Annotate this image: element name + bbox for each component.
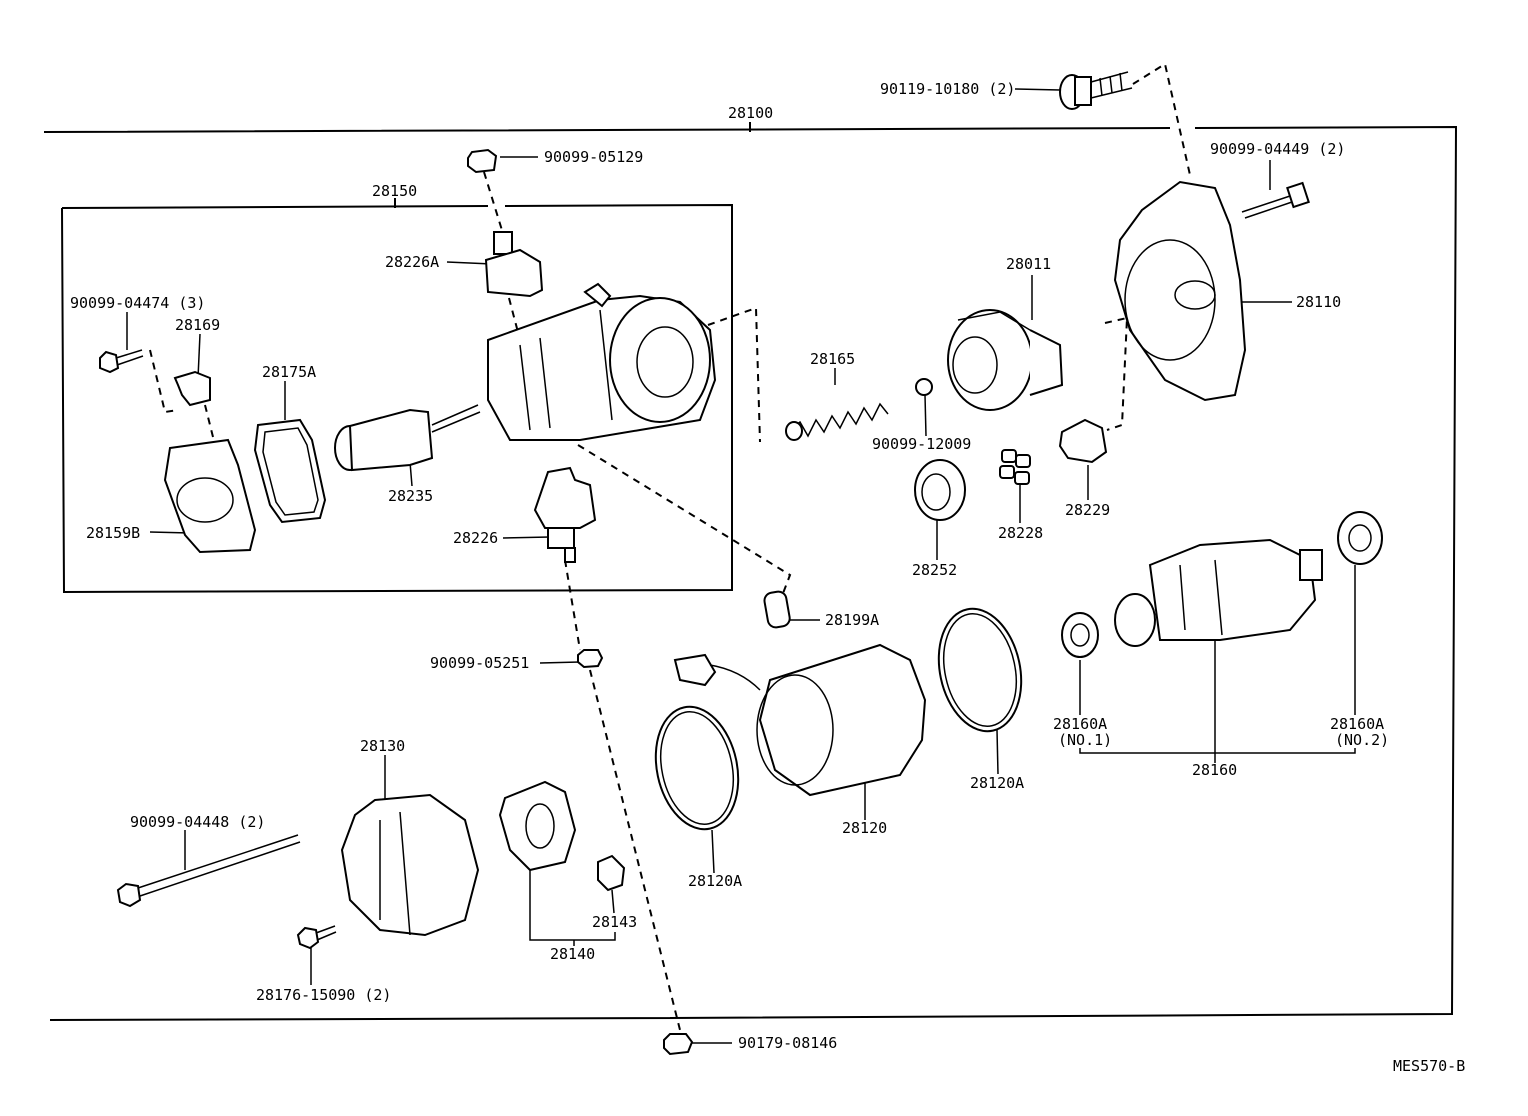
armature-28160 bbox=[1114, 538, 1323, 647]
bolt-90119-10180 bbox=[1059, 71, 1133, 110]
label-28165: 28165 bbox=[810, 350, 855, 368]
bolt-90099-04449 bbox=[1241, 181, 1310, 219]
spring-28143 bbox=[597, 854, 626, 892]
label-28150: 28150 bbox=[372, 182, 417, 200]
label-28160A-no2-sub: (NO.2) bbox=[1335, 731, 1389, 749]
bolt-90099-04474 bbox=[99, 349, 144, 374]
leader-lines bbox=[126, 88, 1356, 1044]
terminal-28226 bbox=[533, 466, 597, 563]
label-28226: 28226 bbox=[453, 529, 498, 547]
label-28199A: 28199A bbox=[825, 611, 879, 629]
label-28160A-no1-sub: (NO.1) bbox=[1058, 731, 1112, 749]
label-28169: 28169 bbox=[175, 316, 220, 334]
label-28110: 28110 bbox=[1296, 293, 1341, 311]
rollers-28228 bbox=[999, 449, 1031, 485]
label-28160A-no2: 28160A bbox=[1330, 715, 1384, 733]
terminal-28226A bbox=[484, 231, 544, 298]
label-28130: 28130 bbox=[360, 737, 405, 755]
label-28160: 28160 bbox=[1192, 761, 1237, 779]
label-90099-04474: 90099-04474 (3) bbox=[70, 294, 205, 312]
label-90119-10180: 90119-10180 (2) bbox=[880, 80, 1015, 98]
label-28100: 28100 bbox=[728, 104, 773, 122]
drawing-code: MES570-B bbox=[1393, 1057, 1465, 1075]
gear-28252 bbox=[914, 459, 966, 521]
o-ring-28120A-right bbox=[937, 607, 1023, 733]
cover-28159B bbox=[163, 438, 257, 554]
label-90099-05129: 90099-05129 bbox=[544, 148, 643, 166]
label-28120A-right: 28120A bbox=[970, 774, 1024, 792]
label-90099-04449: 90099-04449 (2) bbox=[1210, 140, 1345, 158]
brush-holder-28140 bbox=[498, 780, 577, 872]
assembly-frame-28100 bbox=[43, 122, 1458, 1021]
pinion-clutch-28011 bbox=[947, 309, 1064, 411]
label-28176-15090: 28176-15090 (2) bbox=[256, 986, 391, 1004]
nut-90099-05129 bbox=[467, 148, 498, 174]
nut-90179-08146 bbox=[663, 1033, 694, 1056]
ball-90099-12009 bbox=[915, 378, 933, 396]
yoke-28120 bbox=[673, 643, 927, 797]
clip-28169 bbox=[173, 370, 211, 407]
label-28140: 28140 bbox=[550, 945, 595, 963]
label-28235: 28235 bbox=[388, 487, 433, 505]
label-90099-05251: 90099-05251 bbox=[430, 654, 529, 672]
subassembly-frame-28150 bbox=[61, 198, 733, 594]
retainer-28229 bbox=[1058, 418, 1108, 464]
frame-28110 bbox=[1113, 180, 1247, 402]
label-28228: 28228 bbox=[998, 524, 1043, 542]
bolt-90099-04448 bbox=[116, 834, 301, 908]
o-ring-28120A-left bbox=[654, 705, 740, 831]
label-28175A: 28175A bbox=[262, 363, 316, 381]
bearing-28160A-no2 bbox=[1337, 511, 1383, 565]
label-90179-08146: 90179-08146 bbox=[738, 1034, 837, 1052]
label-28011: 28011 bbox=[1006, 255, 1051, 273]
label-28252: 28252 bbox=[912, 561, 957, 579]
label-28143: 28143 bbox=[592, 913, 637, 931]
bearing-28160A-no1 bbox=[1061, 612, 1099, 658]
label-90099-12009: 90099-12009 bbox=[872, 435, 971, 453]
label-28160A-no1: 28160A bbox=[1053, 715, 1107, 733]
housing-28150 bbox=[487, 282, 717, 441]
gasket-28175A bbox=[253, 418, 327, 524]
plunger-28235 bbox=[334, 404, 481, 472]
alignment-lines bbox=[149, 62, 1191, 1031]
screw-28176-15090 bbox=[296, 925, 337, 950]
label-28226A: 28226A bbox=[385, 253, 439, 271]
label-28159B: 28159B bbox=[86, 524, 140, 542]
nut-90099-05251 bbox=[577, 649, 604, 669]
label-90099-04448: 90099-04448 (2) bbox=[130, 813, 265, 831]
cap-28199A bbox=[763, 590, 791, 629]
label-28229: 28229 bbox=[1065, 501, 1110, 519]
spring-28165 bbox=[785, 402, 889, 441]
end-frame-28130 bbox=[340, 793, 480, 937]
label-28120A-left: 28120A bbox=[688, 872, 742, 890]
part-labels: 28100 28150 90119-10180 (2) 90099-05129 … bbox=[70, 80, 1465, 1075]
label-28120: 28120 bbox=[842, 819, 887, 837]
